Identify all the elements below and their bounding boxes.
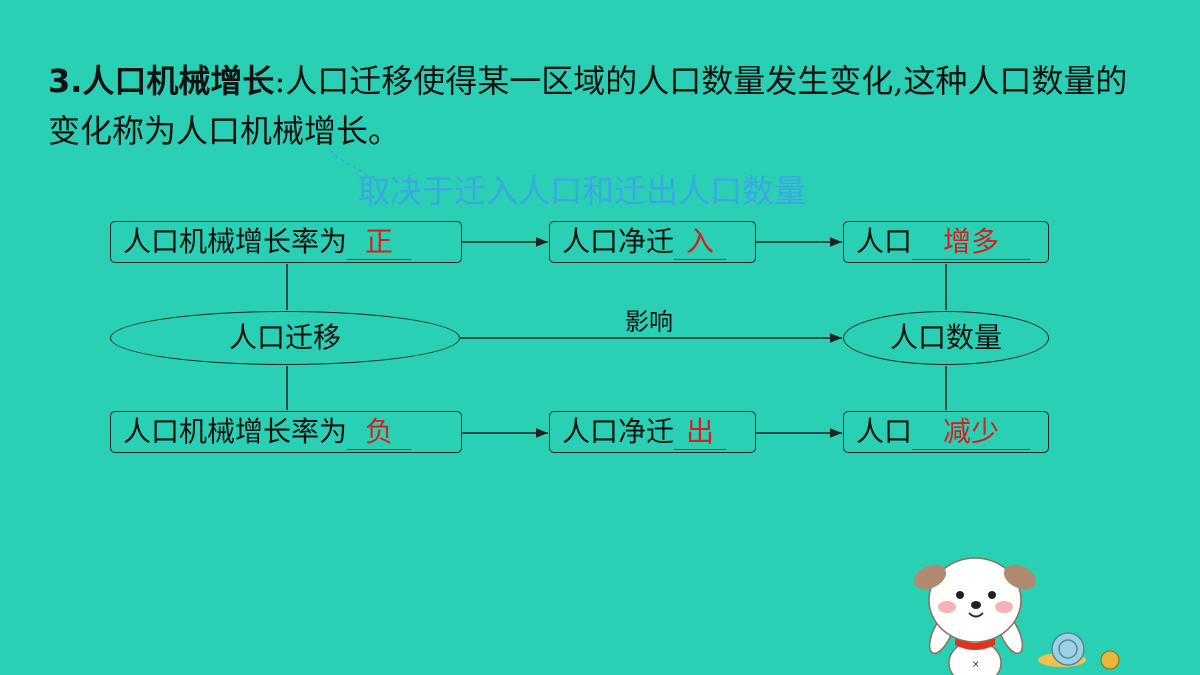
answer-rate-negative: 负 xyxy=(347,415,412,450)
definition-text: 人口迁移使得某一区域的人口数量发生变化,这种人口数量的变化称为人口机械增长。 xyxy=(48,62,1128,150)
net-prefix-bottom: 人口净迁 xyxy=(562,415,675,448)
net-prefix-top: 人口净迁 xyxy=(562,225,675,258)
definition-paragraph: 3.人口机械增长:人口迁移使得某一区域的人口数量发生变化,这种人口数量的变化称为… xyxy=(48,56,1158,156)
answer-pop-decrease: 减少 xyxy=(912,415,1031,450)
box-pop-increase: 人口增多 xyxy=(843,221,1049,263)
arrow-label-influence: 影响 xyxy=(625,308,673,336)
pop-prefix-bottom: 人口 xyxy=(856,415,913,448)
answer-net-in: 入 xyxy=(674,225,727,260)
box-rate-positive: 人口机械增长率为正 xyxy=(110,221,462,263)
box-pop-decrease: 人口减少 xyxy=(843,411,1049,453)
pop-prefix-top: 人口 xyxy=(856,225,913,258)
answer-net-out: 出 xyxy=(674,415,727,450)
item-number: 3. xyxy=(48,62,83,100)
rate-prefix-bottom: 人口机械增长率为 xyxy=(123,415,348,448)
rate-prefix-top: 人口机械增长率为 xyxy=(123,225,348,258)
svg-text:×: × xyxy=(972,660,980,670)
puppy-illustration: × xyxy=(913,557,1120,675)
term-colon: : xyxy=(274,62,286,100)
answer-rate-positive: 正 xyxy=(347,225,412,260)
answer-pop-increase: 增多 xyxy=(912,225,1031,260)
annotation-note: 取决于迁入人口和迁出人口数量 xyxy=(358,172,807,210)
annotation-pointer xyxy=(329,149,371,179)
box-net-out: 人口净迁出 xyxy=(549,411,756,453)
ellipse-migration: 人口迁移 xyxy=(110,311,460,365)
ellipse-population: 人口数量 xyxy=(843,311,1049,365)
box-rate-negative: 人口机械增长率为负 xyxy=(110,411,462,453)
term-heading: 人口机械增长 xyxy=(82,62,275,100)
box-net-in: 人口净迁入 xyxy=(549,221,756,263)
